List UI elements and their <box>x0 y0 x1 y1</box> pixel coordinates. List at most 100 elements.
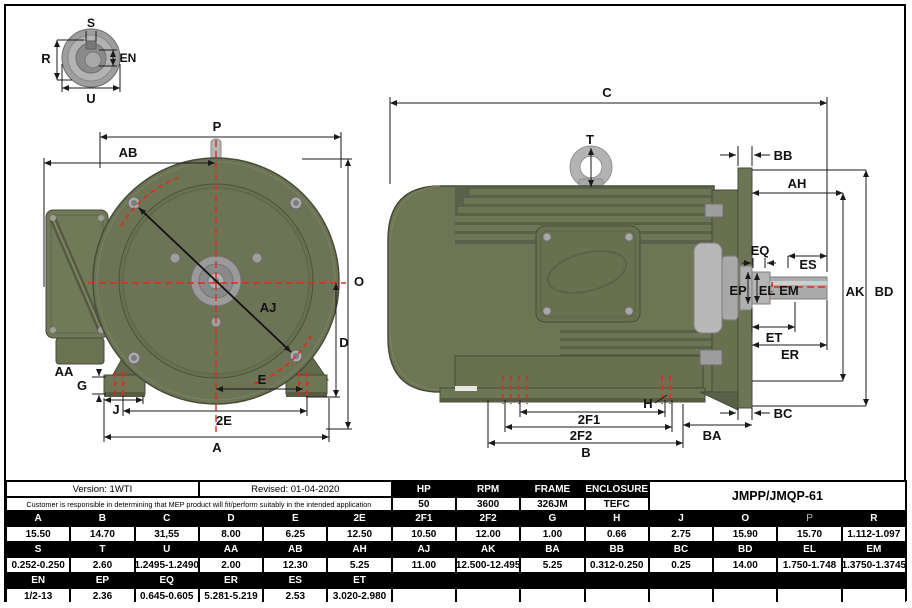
dim-value: 6.25 <box>264 527 327 541</box>
dim-header: E <box>264 512 327 525</box>
dim-value: 1.750-1.748 <box>778 558 841 572</box>
output-shaft <box>693 242 828 334</box>
dim-label-d: D <box>339 335 348 350</box>
dim-label-aj: AJ <box>260 300 277 315</box>
dim-label-h: H <box>643 396 652 411</box>
empty-cell <box>778 589 841 603</box>
keyway-slot <box>85 40 97 50</box>
dim-value: 2.36 <box>71 589 134 603</box>
page-border <box>4 4 906 602</box>
dim-header: EN <box>7 574 70 587</box>
dim-label-r: R <box>41 51 51 66</box>
dim-header: BC <box>649 543 713 556</box>
header-filler <box>392 574 905 587</box>
dim-label-bd: BD <box>875 284 894 299</box>
dim-value: 12.00 <box>456 527 520 541</box>
spec-value-frame: 326JM <box>521 498 584 510</box>
dim-value: 1/2-13 <box>7 589 70 603</box>
dim-value: 2.00 <box>199 558 263 572</box>
dim-value: 12.500-12.495 <box>456 558 520 572</box>
dim-value: 1.2495-1.2490 <box>135 558 198 572</box>
dim-header: C <box>135 512 198 525</box>
dim-value: 15.50 <box>7 527 70 541</box>
dim-label-p: P <box>213 119 222 134</box>
dim-label-ak: AK <box>846 284 865 299</box>
dim-value: 10.50 <box>392 527 455 541</box>
empty-cell <box>585 589 648 603</box>
dim-header: 2F1 <box>392 512 455 525</box>
spec-value-enclosure: TEFC <box>585 498 648 510</box>
dim-label-es: ES <box>799 257 817 272</box>
revised-cell: Revised: 01-04-2020 <box>199 482 391 496</box>
dim-header: BB <box>585 543 648 556</box>
dim-header: J <box>649 512 713 525</box>
dim-value: 31,55 <box>135 527 198 541</box>
spec-header-hp: HP <box>392 482 455 496</box>
dim-label-u: U <box>86 91 95 106</box>
dim-label-ep: EP <box>729 283 747 298</box>
dim-label-ab: AB <box>119 145 138 160</box>
dim-label-eq: EQ <box>751 243 770 258</box>
empty-cell <box>714 589 777 603</box>
dim-label-em: EM <box>779 283 799 298</box>
dim-header: T <box>71 543 134 556</box>
dim-value: 2.60 <box>71 558 134 572</box>
spec-header-enclosure: ENCLOSURE <box>585 482 648 496</box>
left-foot <box>103 374 146 395</box>
dim-header-p: P <box>778 512 841 525</box>
dim-header: ET <box>328 574 391 587</box>
dim-value: 0.66 <box>585 527 648 541</box>
dim-value: 5.281-5.219 <box>199 589 263 603</box>
dim-label-2f1: 2F1 <box>578 412 600 427</box>
dim-label-j: J <box>112 402 119 417</box>
dim-header: 2F2 <box>456 512 520 525</box>
dim-header: U <box>135 543 198 556</box>
dim-label-o: O <box>354 274 364 289</box>
dim-value: 14.70 <box>71 527 134 541</box>
dim-header: AA <box>199 543 263 556</box>
dim-label-g: G <box>77 378 87 393</box>
dim-label-aa: AA <box>55 364 74 379</box>
dim-value: 3.020-2.980 <box>328 589 391 603</box>
dim-header: EP <box>71 574 134 587</box>
spec-header-rpm: RPM <box>456 482 520 496</box>
empty-cell <box>456 589 520 603</box>
model-number-cell: JMPP/JMQP-61 <box>649 482 905 510</box>
dim-header: EL <box>778 543 841 556</box>
spec-value-hp: 50 <box>392 498 455 510</box>
dim-header: AH <box>328 543 391 556</box>
dim-label-s: S <box>87 16 95 30</box>
empty-cell <box>842 589 905 603</box>
spec-header-frame: FRAME <box>521 482 584 496</box>
dim-value: 14.00 <box>714 558 777 572</box>
version-cell: Version: 1WTI <box>7 482 198 496</box>
dim-header: ES <box>264 574 327 587</box>
dim-value: 1.00 <box>521 527 584 541</box>
empty-cell <box>649 589 713 603</box>
spec-value-rpm: 3600 <box>456 498 520 510</box>
shaft-end-inset: S R EN U <box>41 16 136 106</box>
dim-header: AJ <box>392 543 455 556</box>
dim-label-e: E <box>258 372 267 387</box>
dim-label-bc: BC <box>774 406 793 421</box>
dim-value: 2.75 <box>649 527 713 541</box>
dim-label-b: B <box>581 445 590 460</box>
dim-value: 1.112-1.097 <box>842 527 905 541</box>
motor-side-view: C T BB AH BD AK E <box>387 85 894 460</box>
dimension-drawing: S R EN U <box>41 16 894 460</box>
dim-value: 11.00 <box>392 558 455 572</box>
dim-label-ba: BA <box>703 428 722 443</box>
dim-value: 0.252-0.250 <box>7 558 70 572</box>
dim-label-c: C <box>602 85 612 100</box>
dim-header: B <box>71 512 134 525</box>
dim-header: BA <box>521 543 584 556</box>
dimension-table: Version: 1WTI Revised: 01-04-2020 HP RPM… <box>5 480 907 603</box>
dim-value: 0.25 <box>649 558 713 572</box>
dim-header: ER <box>199 574 263 587</box>
dim-label-a: A <box>212 440 222 455</box>
dim-value: 5.25 <box>521 558 584 572</box>
dim-header: S <box>7 543 70 556</box>
dim-label-et: ET <box>766 330 783 345</box>
brand-logo-oval <box>546 250 628 294</box>
